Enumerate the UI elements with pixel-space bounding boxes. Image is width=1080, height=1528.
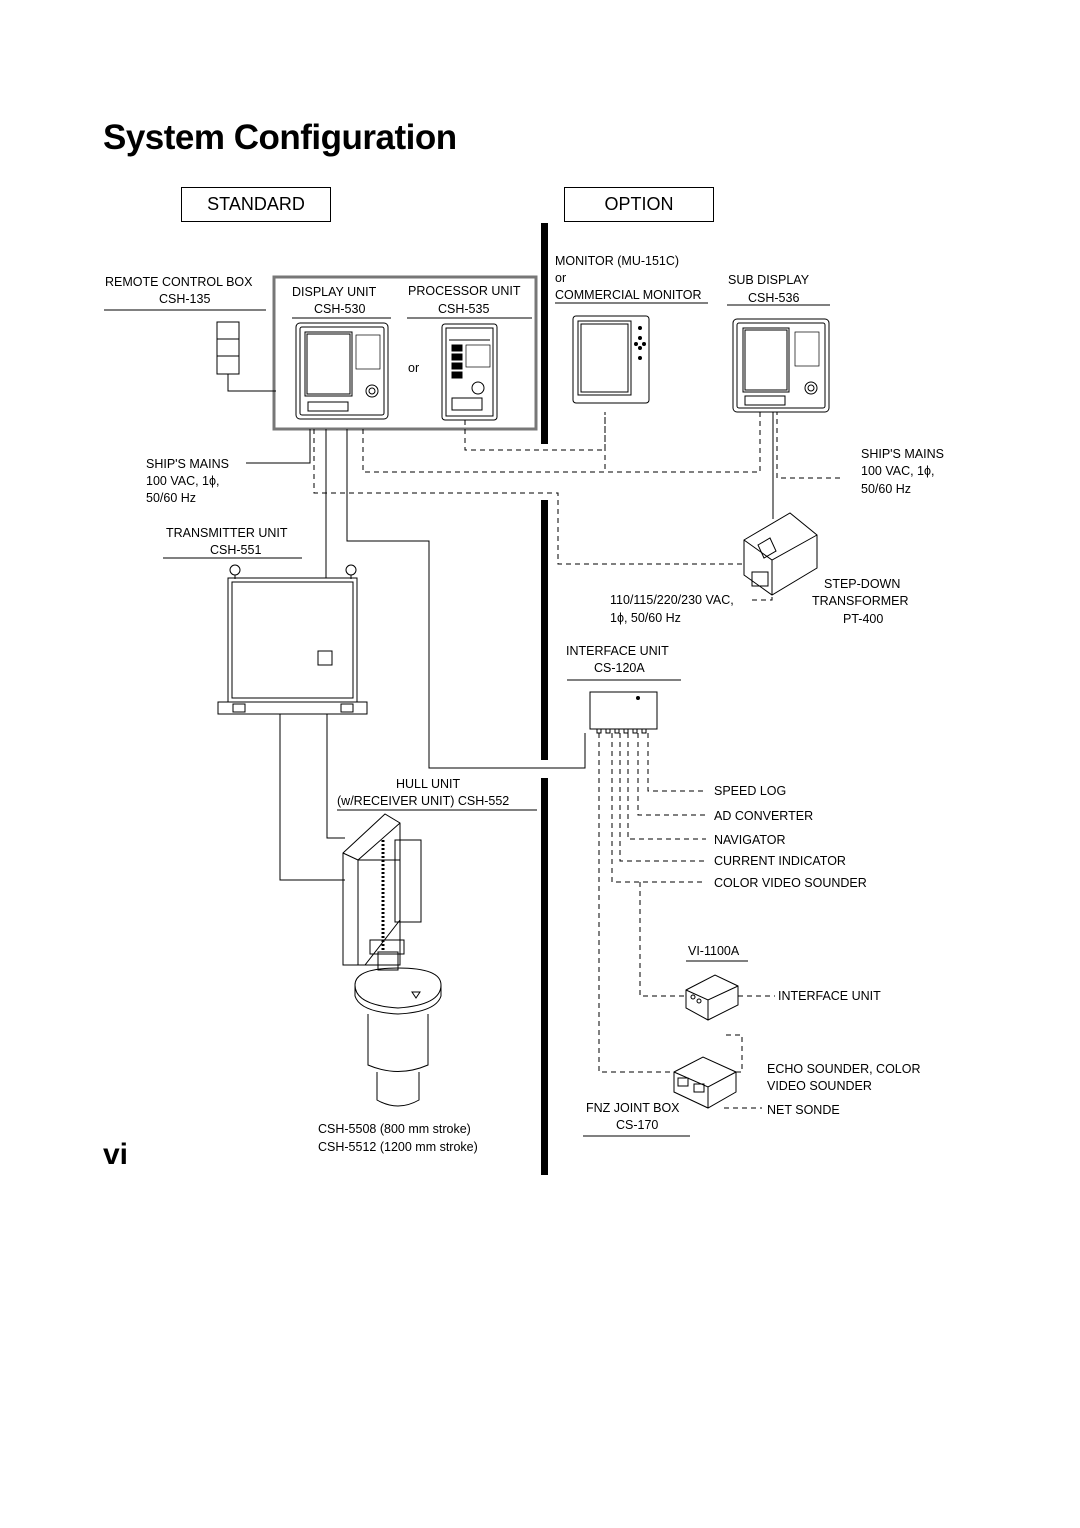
standard-unit-frame xyxy=(272,275,538,431)
joint-box-model: CS-170 xyxy=(616,1118,659,1132)
output-color-video-sounder: COLOR VIDEO SOUNDER xyxy=(714,876,867,890)
sub-display-model: CSH-536 xyxy=(748,291,800,305)
divider-bar xyxy=(541,223,548,444)
ships-mains-right-line2: 100 VAC, 1ϕ, xyxy=(861,464,935,478)
divider-bar xyxy=(541,778,548,1175)
net-sonde-label: NET SONDE xyxy=(767,1103,840,1117)
tab-option: OPTION xyxy=(564,187,714,222)
echo-sounder-label-line2: VIDEO SOUNDER xyxy=(767,1079,872,1093)
output-navigator: NAVIGATOR xyxy=(714,833,786,847)
monitor-label: MONITOR (MU-151C) xyxy=(555,254,680,268)
supply-phase-label: 1ϕ, 50/60 Hz xyxy=(610,611,681,625)
ships-mains-left-line2: 100 VAC, 1ϕ, xyxy=(146,474,220,488)
divider-bar xyxy=(541,500,548,760)
hull-unit-drawing xyxy=(342,813,442,1107)
transmitter-unit-label: TRANSMITTER UNIT xyxy=(166,526,288,540)
supply-voltage-label: 110/115/220/230 VAC, xyxy=(610,593,734,607)
remote-control-box-label: REMOTE CONTROL BOX xyxy=(105,275,253,289)
page-number: vi xyxy=(103,1138,129,1171)
transmitter-unit-drawing xyxy=(217,564,368,715)
vi-interface-label: INTERFACE UNIT xyxy=(778,989,881,1003)
processor-unit-label: PROCESSOR UNIT xyxy=(408,284,521,298)
processor-unit-drawing xyxy=(441,323,498,421)
interface-unit-label: INTERFACE UNIT xyxy=(566,644,669,658)
transformer-label-line2: TRANSFORMER xyxy=(812,594,909,608)
processor-unit-model: CSH-535 xyxy=(438,302,490,316)
ships-mains-right-line3: 50/60 Hz xyxy=(861,482,912,496)
output-ad-converter: AD CONVERTER xyxy=(714,809,814,823)
echo-sounder-label-line1: ECHO SOUNDER, COLOR xyxy=(767,1062,921,1076)
transmitter-unit-model: CSH-551 xyxy=(210,543,262,557)
hull-unit-model: (w/RECEIVER UNIT) CSH-552 xyxy=(337,794,510,808)
monitor-drawing xyxy=(572,315,650,404)
joint-box-drawing xyxy=(673,1056,737,1109)
display-unit-drawing xyxy=(295,322,389,420)
display-unit-model: CSH-530 xyxy=(314,302,366,316)
ships-mains-left-line1: SHIP'S MAINS xyxy=(146,457,229,471)
joint-box-label: FNZ JOINT BOX xyxy=(586,1101,680,1115)
output-speed-log: SPEED LOG xyxy=(714,784,787,798)
vi-model-label: VI-1100A xyxy=(688,944,740,958)
transformer-model: PT-400 xyxy=(843,612,884,626)
transformer-drawing xyxy=(743,512,818,596)
hull-unit-label: HULL UNIT xyxy=(396,777,461,791)
hull-variant-800: CSH-5508 (800 mm stroke) xyxy=(318,1122,471,1136)
vi-interface-drawing xyxy=(685,974,739,1021)
or-label: or xyxy=(408,361,420,375)
monitor-or-label: or xyxy=(555,271,567,285)
ships-mains-right-line1: SHIP'S MAINS xyxy=(861,447,944,461)
interface-unit-model: CS-120A xyxy=(594,661,645,675)
page-title: System Configuration xyxy=(103,118,457,157)
transformer-label-line1: STEP-DOWN xyxy=(824,577,901,591)
tab-standard: STANDARD xyxy=(181,187,331,222)
sub-display-label: SUB DISPLAY xyxy=(728,273,810,287)
output-current-indicator: CURRENT INDICATOR xyxy=(714,854,846,868)
hull-variant-1200: CSH-5512 (1200 mm stroke) xyxy=(318,1140,478,1154)
display-unit-label: DISPLAY UNIT xyxy=(292,285,377,299)
remote-control-box-drawing xyxy=(216,321,276,392)
commercial-monitor-label: COMMERCIAL MONITOR xyxy=(555,288,702,302)
remote-control-box-model: CSH-135 xyxy=(159,292,211,306)
sub-display-drawing xyxy=(732,318,830,413)
ships-mains-left-line3: 50/60 Hz xyxy=(146,491,197,505)
interface-unit-drawing xyxy=(589,691,658,734)
